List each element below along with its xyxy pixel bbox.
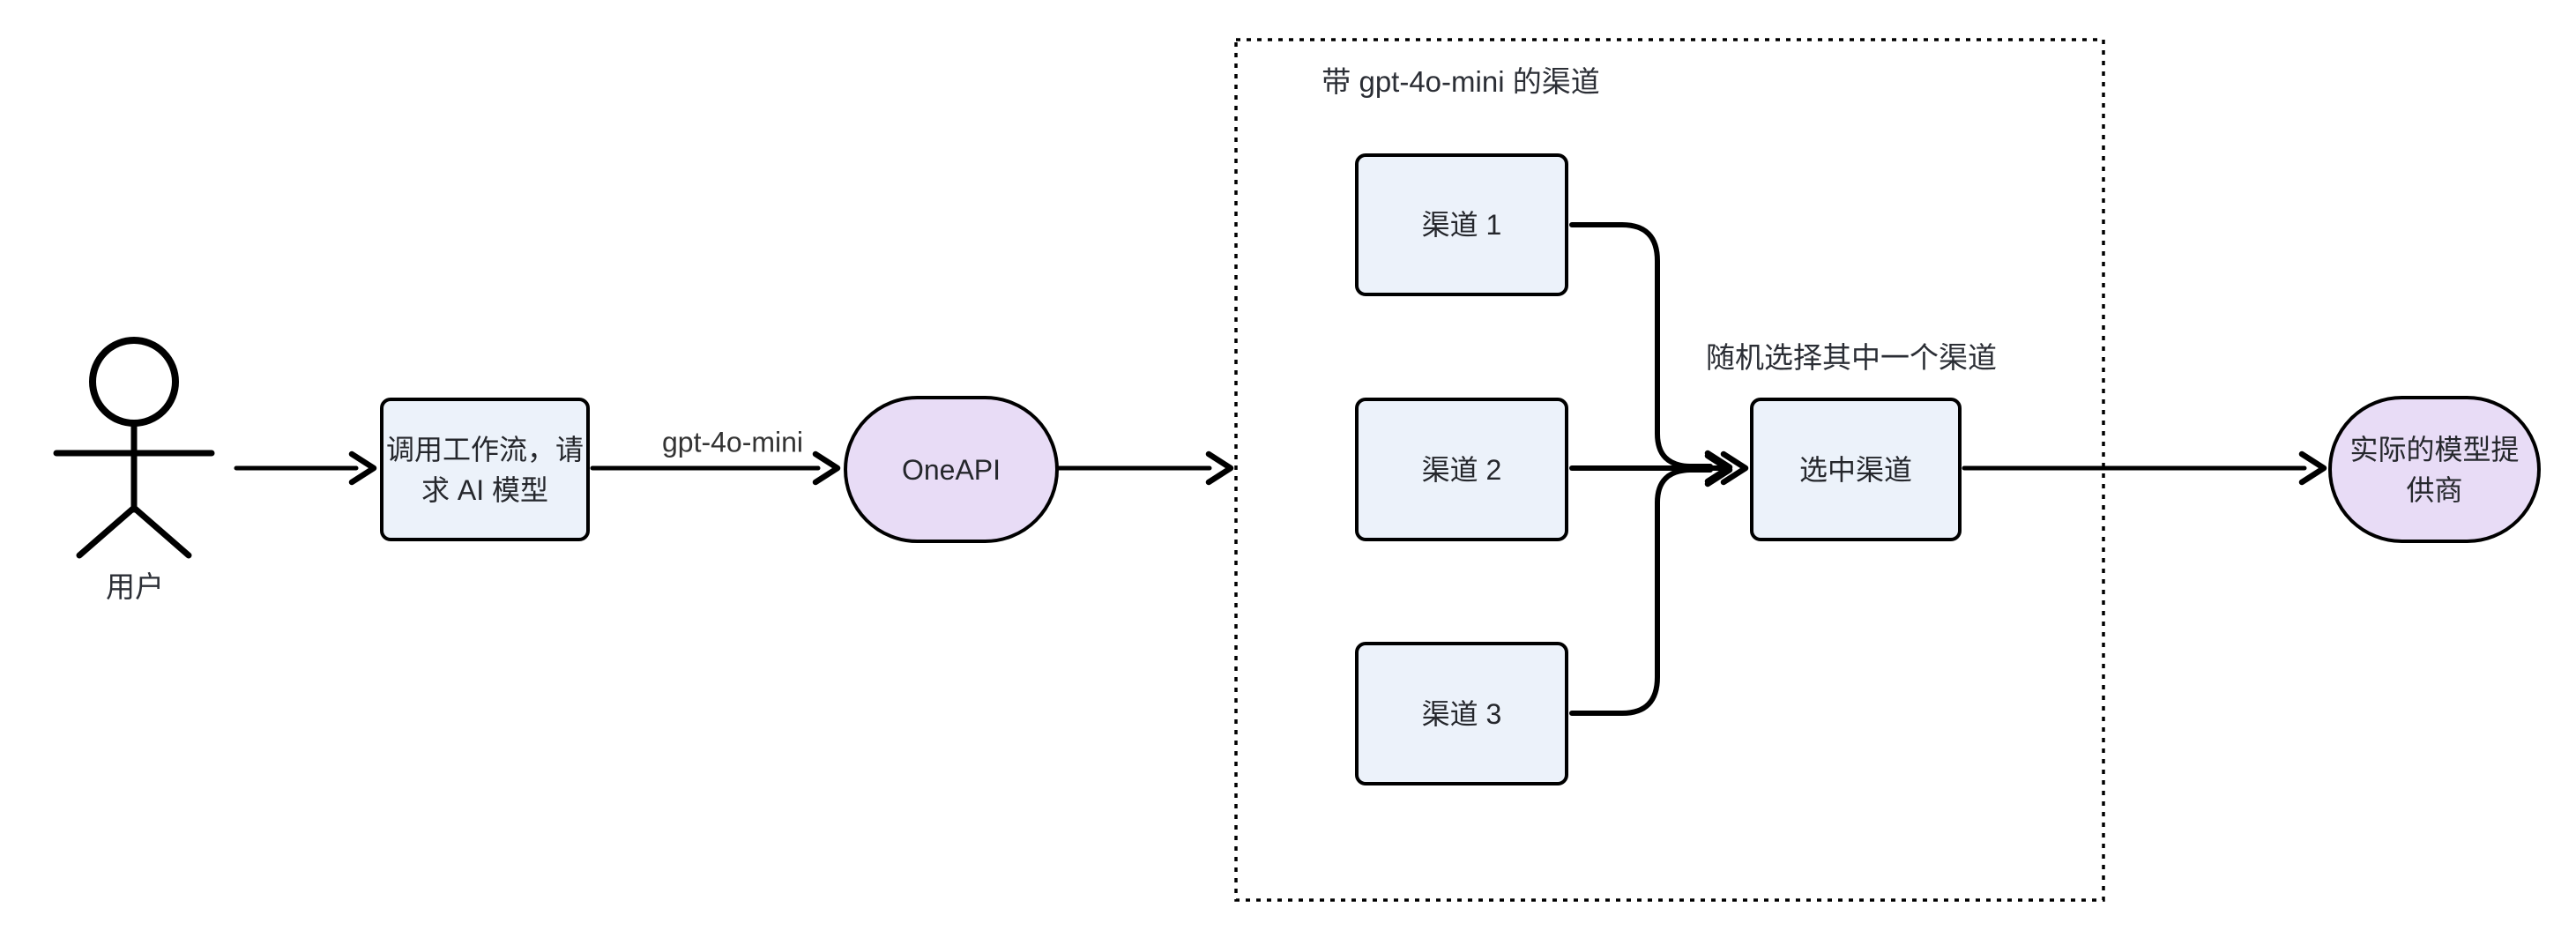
figure-leg-left [76,504,138,559]
actor-label: 用户 [106,570,164,603]
arrow-workflow-to-oneapi [590,450,841,486]
edge-channel3-to-selected [1569,452,1733,716]
subgraph-title: 带 gpt-4o-mini 的渠道 [1322,65,1600,98]
arrowhead-icon [1720,450,1749,486]
arrowhead-icon [2298,450,2327,486]
node-label: 渠道 1 [1421,209,1502,241]
arrowhead-icon [348,450,377,486]
figure-head [89,337,179,427]
node-channel-3: 渠道 3 [1355,642,1568,785]
edge-label-model: gpt-4o-mini [661,426,804,458]
node-workflow: 调用工作流，请 求 AI 模型 [380,398,590,541]
arrow-selected-to-provider [1962,450,2327,486]
arrow-user-to-workflow [234,450,377,486]
node-channel-1: 渠道 1 [1355,153,1568,296]
node-channel-2: 渠道 2 [1355,398,1568,541]
node-label-line1: 实际的模型提 [2349,433,2520,465]
figure-leg-right [130,504,192,559]
arrowhead-icon [1205,450,1234,486]
user-figure-icon [53,337,215,559]
node-label: 选中渠道 [1798,453,1912,486]
node-label-line2: 供商 [2406,473,2463,506]
node-provider: 实际的模型提 供商 [2328,396,2541,543]
arrowhead-icon [1704,452,1733,488]
node-label: 渠道 3 [1421,697,1502,730]
node-oneapi: OneAPI [844,396,1059,543]
subgraph-border [1234,38,2105,902]
edge-label-random-pick: 随机选择其中一个渠道 [1706,341,1997,374]
arrow-oneapi-to-subgraph [1055,450,1234,486]
node-label: OneAPI [901,453,1001,486]
arrowhead-icon [812,450,841,486]
node-selected-channel: 选中渠道 [1750,398,1962,541]
node-label-line1: 调用工作流，请 [385,433,584,465]
node-label: 渠道 2 [1421,453,1502,486]
node-label-line2: 求 AI 模型 [421,473,549,506]
